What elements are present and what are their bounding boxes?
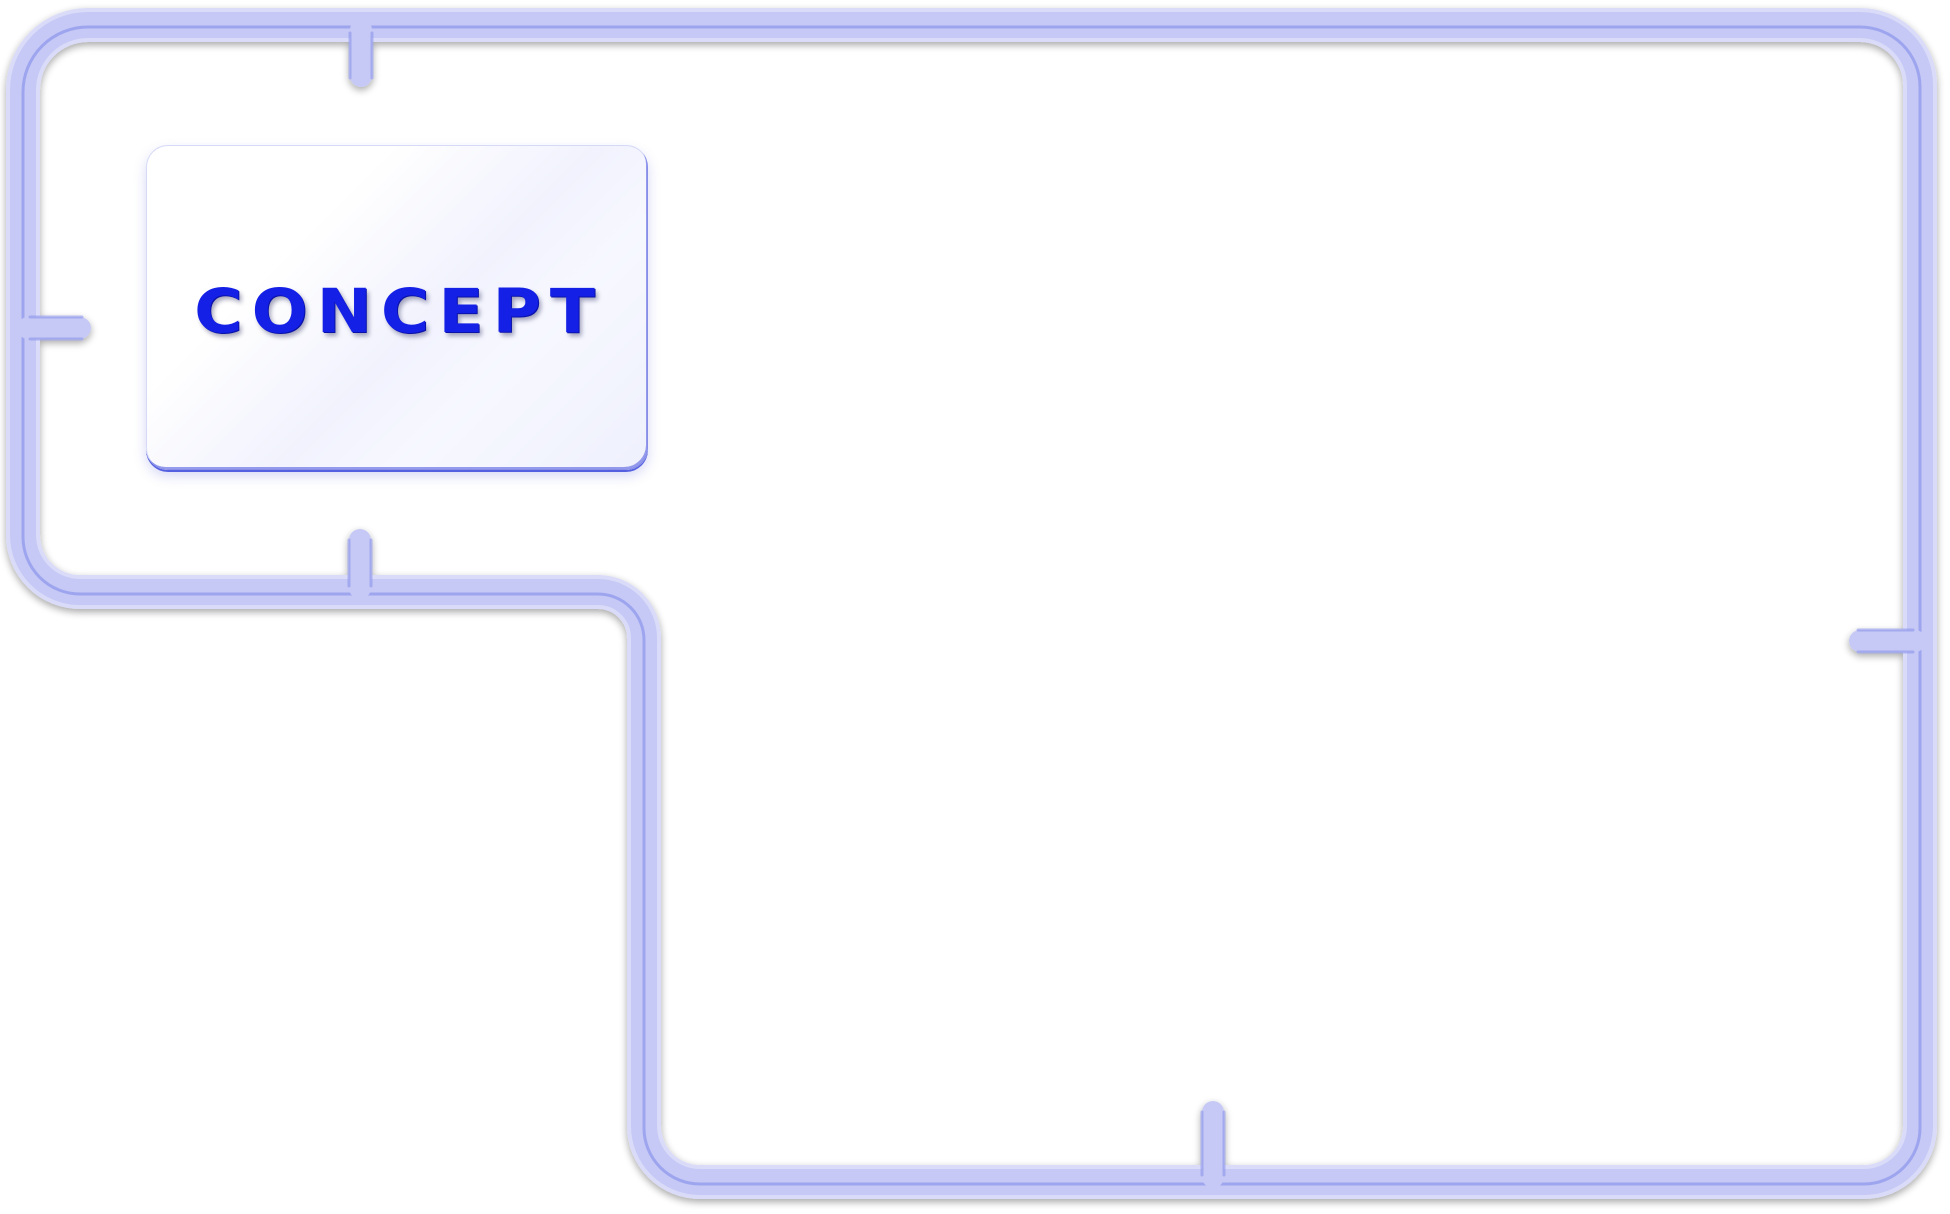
frame-group [6,8,1937,1199]
frame-tab-edges [28,31,1915,1177]
frame-path-edge [21,25,1922,1186]
concept-label: CONCEPT [194,276,604,347]
concept-card: CONCEPT [146,145,648,470]
frame-tabs [17,19,1926,1188]
